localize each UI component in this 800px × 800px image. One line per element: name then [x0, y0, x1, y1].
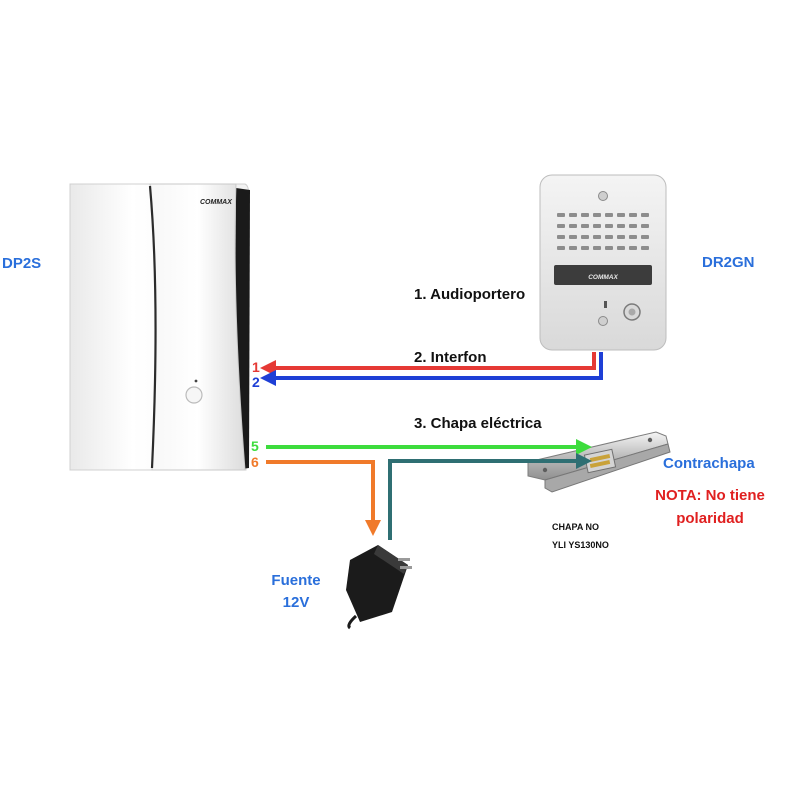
- terminal-2-label: 2: [252, 374, 260, 390]
- grille-slot: [617, 246, 625, 250]
- grille-slot: [629, 224, 637, 228]
- electric-strike-device: [527, 431, 671, 493]
- grille-slot: [593, 224, 601, 228]
- wire-orange-terminal-6: [266, 460, 381, 536]
- terminal-6-label: 6: [251, 454, 259, 470]
- grille-slot: [569, 246, 577, 250]
- grille-slot: [629, 213, 637, 217]
- speaker-grille: [557, 213, 649, 250]
- connection-lock-label: 3. Chapa eléctrica: [414, 415, 542, 432]
- wires: [260, 352, 603, 540]
- grille-slot: [617, 224, 625, 228]
- note-line-1: NOTA: No tiene: [655, 487, 765, 504]
- grille-slot: [629, 235, 637, 239]
- grille-slot: [641, 213, 649, 217]
- wire-teal-supply-to-strike: [388, 453, 592, 540]
- grille-slot: [557, 235, 565, 239]
- grille-slot: [617, 235, 625, 239]
- wire-red-terminal-1: [260, 352, 596, 376]
- supply-label-line-2: 12V: [283, 594, 310, 611]
- grille-slot: [593, 213, 601, 217]
- strike-model-line-1: CHAPA NO: [552, 522, 599, 532]
- wire-blue-terminal-2: [260, 352, 603, 386]
- grille-slot: [641, 235, 649, 239]
- grille-slot: [617, 213, 625, 217]
- brand-logo-handset: COMMAX: [200, 199, 233, 206]
- handset-model-label: DP2S: [2, 255, 41, 272]
- grille-slot: [569, 213, 577, 217]
- dr2gn-door-station-device: COMMAX: [539, 174, 667, 351]
- brand-logo-door: COMMAX: [588, 274, 618, 281]
- grille-slot: [641, 246, 649, 250]
- power-adapter-device: [346, 545, 412, 630]
- grille-slot: [581, 246, 589, 250]
- grille-slot: [569, 224, 577, 228]
- strike-label: Contrachapa: [663, 455, 755, 472]
- grille-slot: [557, 213, 565, 217]
- supply-label-line-1: Fuente: [271, 572, 320, 589]
- grille-slot: [569, 235, 577, 239]
- door-station-model-label: DR2GN: [702, 254, 755, 271]
- connection-audio-label: 1. Audioportero: [414, 286, 525, 303]
- terminal-1-label: 1: [252, 359, 260, 375]
- grille-slot: [605, 224, 613, 228]
- grille-slot: [605, 246, 613, 250]
- grille-slot: [581, 235, 589, 239]
- dp2s-handset-device: COMMAX: [69, 183, 250, 471]
- unlock-button: [185, 386, 203, 404]
- grille-slot: [593, 235, 601, 239]
- grille-slot: [557, 246, 565, 250]
- strike-model-line-2: YLI YS130NO: [552, 540, 609, 550]
- connection-intercom-label: 2. Interfon: [414, 349, 487, 366]
- grille-slot: [605, 235, 613, 239]
- screw-top: [598, 191, 608, 201]
- grille-slot: [581, 213, 589, 217]
- grille-slot: [581, 224, 589, 228]
- grille-slot: [629, 246, 637, 250]
- screw-bottom: [598, 316, 608, 326]
- led-indicator: [194, 379, 198, 383]
- grille-slot: [593, 246, 601, 250]
- grille-slot: [557, 224, 565, 228]
- grille-slot: [605, 213, 613, 217]
- note-line-2: polaridad: [676, 510, 744, 527]
- terminal-5-label: 5: [251, 438, 259, 454]
- grille-slot: [641, 224, 649, 228]
